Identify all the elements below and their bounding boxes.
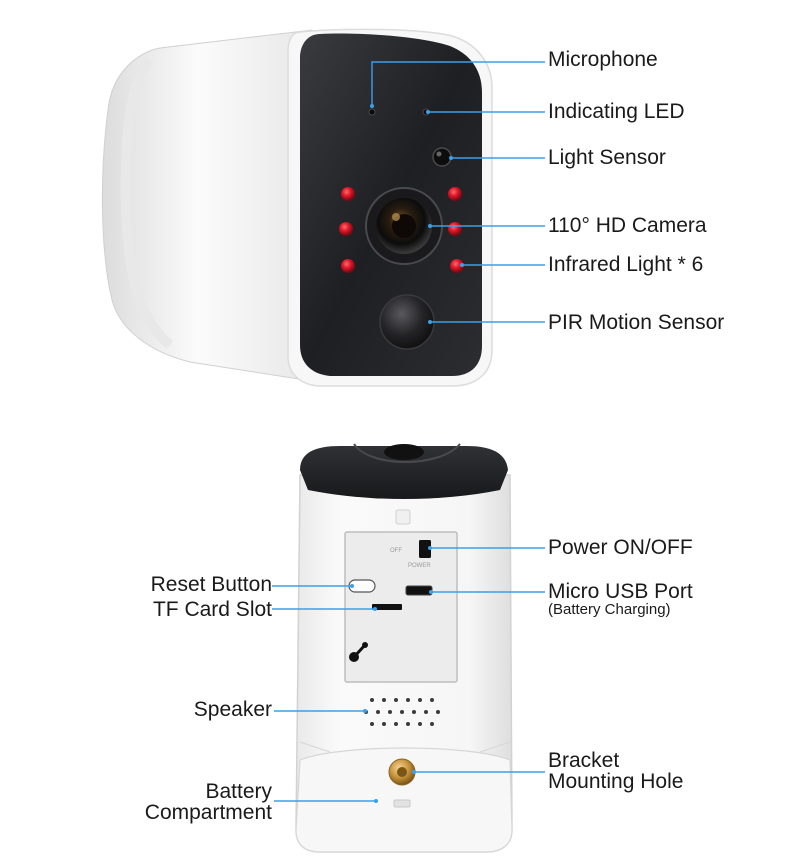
pir-sensor bbox=[379, 294, 435, 350]
label-usb-note: (Battery Charging) bbox=[548, 601, 671, 618]
label-pir: PIR Motion Sensor bbox=[548, 311, 725, 334]
front-camera-shell bbox=[101, 29, 319, 383]
label-battery-line2: Compartment bbox=[144, 801, 272, 824]
back-camera-cap bbox=[300, 446, 508, 499]
label-microphone: Microphone bbox=[548, 48, 658, 71]
label-camera: 110° HD Camera bbox=[548, 214, 707, 237]
label-infrared: Infrared Light * 6 bbox=[548, 253, 704, 276]
back-camera: OFF POWER bbox=[295, 443, 513, 853]
label-bracket-line2: Mounting Hole bbox=[548, 770, 684, 793]
ir-led bbox=[339, 222, 353, 236]
svg-text:OFF: OFF bbox=[390, 548, 402, 554]
label-usb: Micro USB Port bbox=[548, 580, 693, 603]
label-bracket-line1: Bracket bbox=[548, 749, 620, 772]
svg-text:POWER: POWER bbox=[408, 563, 431, 569]
power-switch bbox=[419, 540, 431, 558]
leader-lines bbox=[272, 61, 545, 802]
label-reset: Reset Button bbox=[150, 573, 272, 596]
leader-dots bbox=[350, 104, 464, 803]
label-tf: TF Card Slot bbox=[152, 598, 272, 621]
ir-led bbox=[450, 259, 464, 273]
ir-led bbox=[448, 187, 462, 201]
label-power: Power ON/OFF bbox=[548, 536, 693, 559]
light-sensor bbox=[432, 147, 452, 167]
micro-usb-port bbox=[405, 585, 433, 596]
ir-led bbox=[448, 222, 462, 236]
label-indicating-led: Indicating LED bbox=[548, 100, 685, 123]
leader-microphone bbox=[371, 61, 545, 108]
front-camera-shell-ridge bbox=[120, 56, 174, 349]
ir-led bbox=[341, 187, 355, 201]
microphone-hole bbox=[368, 108, 376, 116]
tf-card-slot bbox=[372, 604, 402, 610]
front-camera bbox=[101, 28, 493, 387]
screw-icon bbox=[349, 642, 368, 662]
label-battery-line1: Battery bbox=[205, 780, 272, 803]
label-speaker: Speaker bbox=[193, 698, 272, 721]
label-light-sensor: Light Sensor bbox=[548, 146, 666, 169]
ir-led bbox=[341, 259, 355, 273]
